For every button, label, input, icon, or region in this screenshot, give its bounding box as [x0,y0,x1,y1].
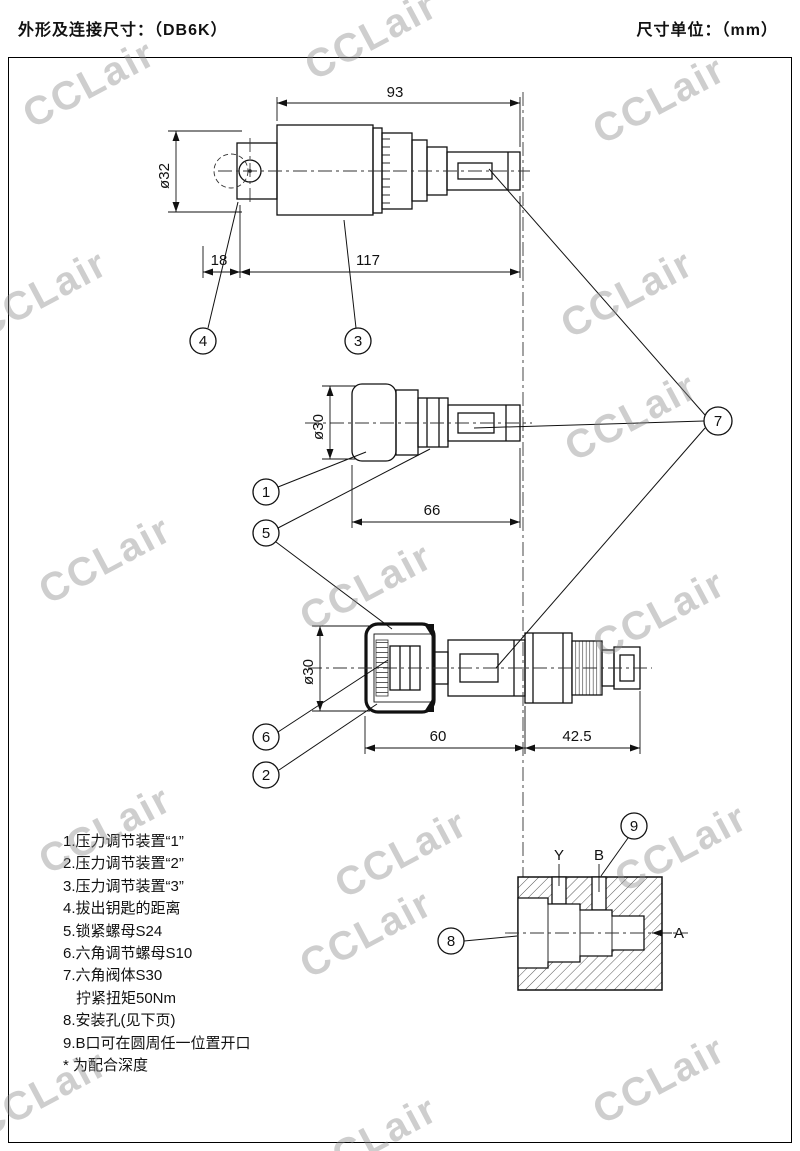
scale-ticks [382,138,390,204]
legend-note: 2.压力调节装置“2” [63,855,184,873]
legend-note: 5.锁紧螺母S24 [63,922,163,940]
dim-60: 60 [430,728,447,745]
svg-text:6: 6 [262,729,270,746]
svg-text:8: 8 [447,933,455,950]
callout-6: 6 [252,723,280,751]
legend-note: 8.安装孔(见下页) [63,1012,176,1030]
drawing-frame [8,57,792,1143]
valve-view-version-3 [213,124,530,216]
legend-note: 拧紧扭矩50Nm [76,989,177,1007]
dim-dia30-bot: ø30 [300,659,317,685]
svg-text:9: 9 [630,818,638,835]
callout-5: 5 [252,519,280,547]
svg-text:1: 1 [262,484,270,501]
dimensions-bottom: ø30 60 42.5 [300,625,641,754]
units-label: 尺寸单位：（mm） [636,22,778,39]
port-b-label: B [594,847,604,864]
dimensions-top: 93 ø32 18 117 [156,84,521,278]
drawing-title: 外形及连接尺寸：（DB6K） [18,22,228,39]
legend-note: * 为配合深度 [63,1057,149,1075]
valve-view-version-1 [305,383,532,462]
svg-text:3: 3 [354,333,362,350]
dim-dia32: ø32 [156,163,173,189]
dimensions-middle: ø30 66 [310,385,521,528]
callout-balloons: 4 3 1 5 7 6 2 [189,327,733,955]
port-a-label: A [674,925,684,942]
svg-text:4: 4 [199,333,207,350]
callout-9: 9 [620,812,648,840]
dim-42-5: 42.5 [562,728,591,745]
leader-lines [207,168,706,942]
legend-note: 4.拔出钥匙的距离 [63,900,181,918]
mounting-hole-section: Y B A [505,847,688,991]
dim-117: 117 [356,252,380,269]
legend-notes: 1.压力调节装置“1” 2.压力调节装置“2” 3.压力调节装置“3” 4.拔出… [63,831,251,1077]
legend-note: 9.B口可在圆周任一位置开口 [63,1034,251,1052]
callout-2: 2 [252,761,280,789]
callout-3: 3 [344,327,372,355]
legend-note: 3.压力调节装置“3” [63,877,184,895]
callout-7: 7 [703,406,733,436]
legend-note: 7.六角阀体S30 [63,967,163,985]
dim-dia30-mid: ø30 [310,414,327,440]
valve-view-version-2 [308,622,652,714]
dim-66: 66 [424,502,441,519]
dim-18: 18 [211,252,228,269]
dim-93: 93 [387,84,404,101]
port-y-label: Y [554,847,564,864]
callout-8: 8 [437,927,465,955]
callout-1: 1 [252,478,280,506]
svg-text:2: 2 [262,767,270,784]
legend-note: 6.六角调节螺母S10 [63,945,193,963]
svg-text:5: 5 [262,525,270,542]
callout-4: 4 [189,327,217,355]
legend-note: 1.压力调节装置“1” [63,833,184,850]
svg-text:7: 7 [714,413,722,430]
